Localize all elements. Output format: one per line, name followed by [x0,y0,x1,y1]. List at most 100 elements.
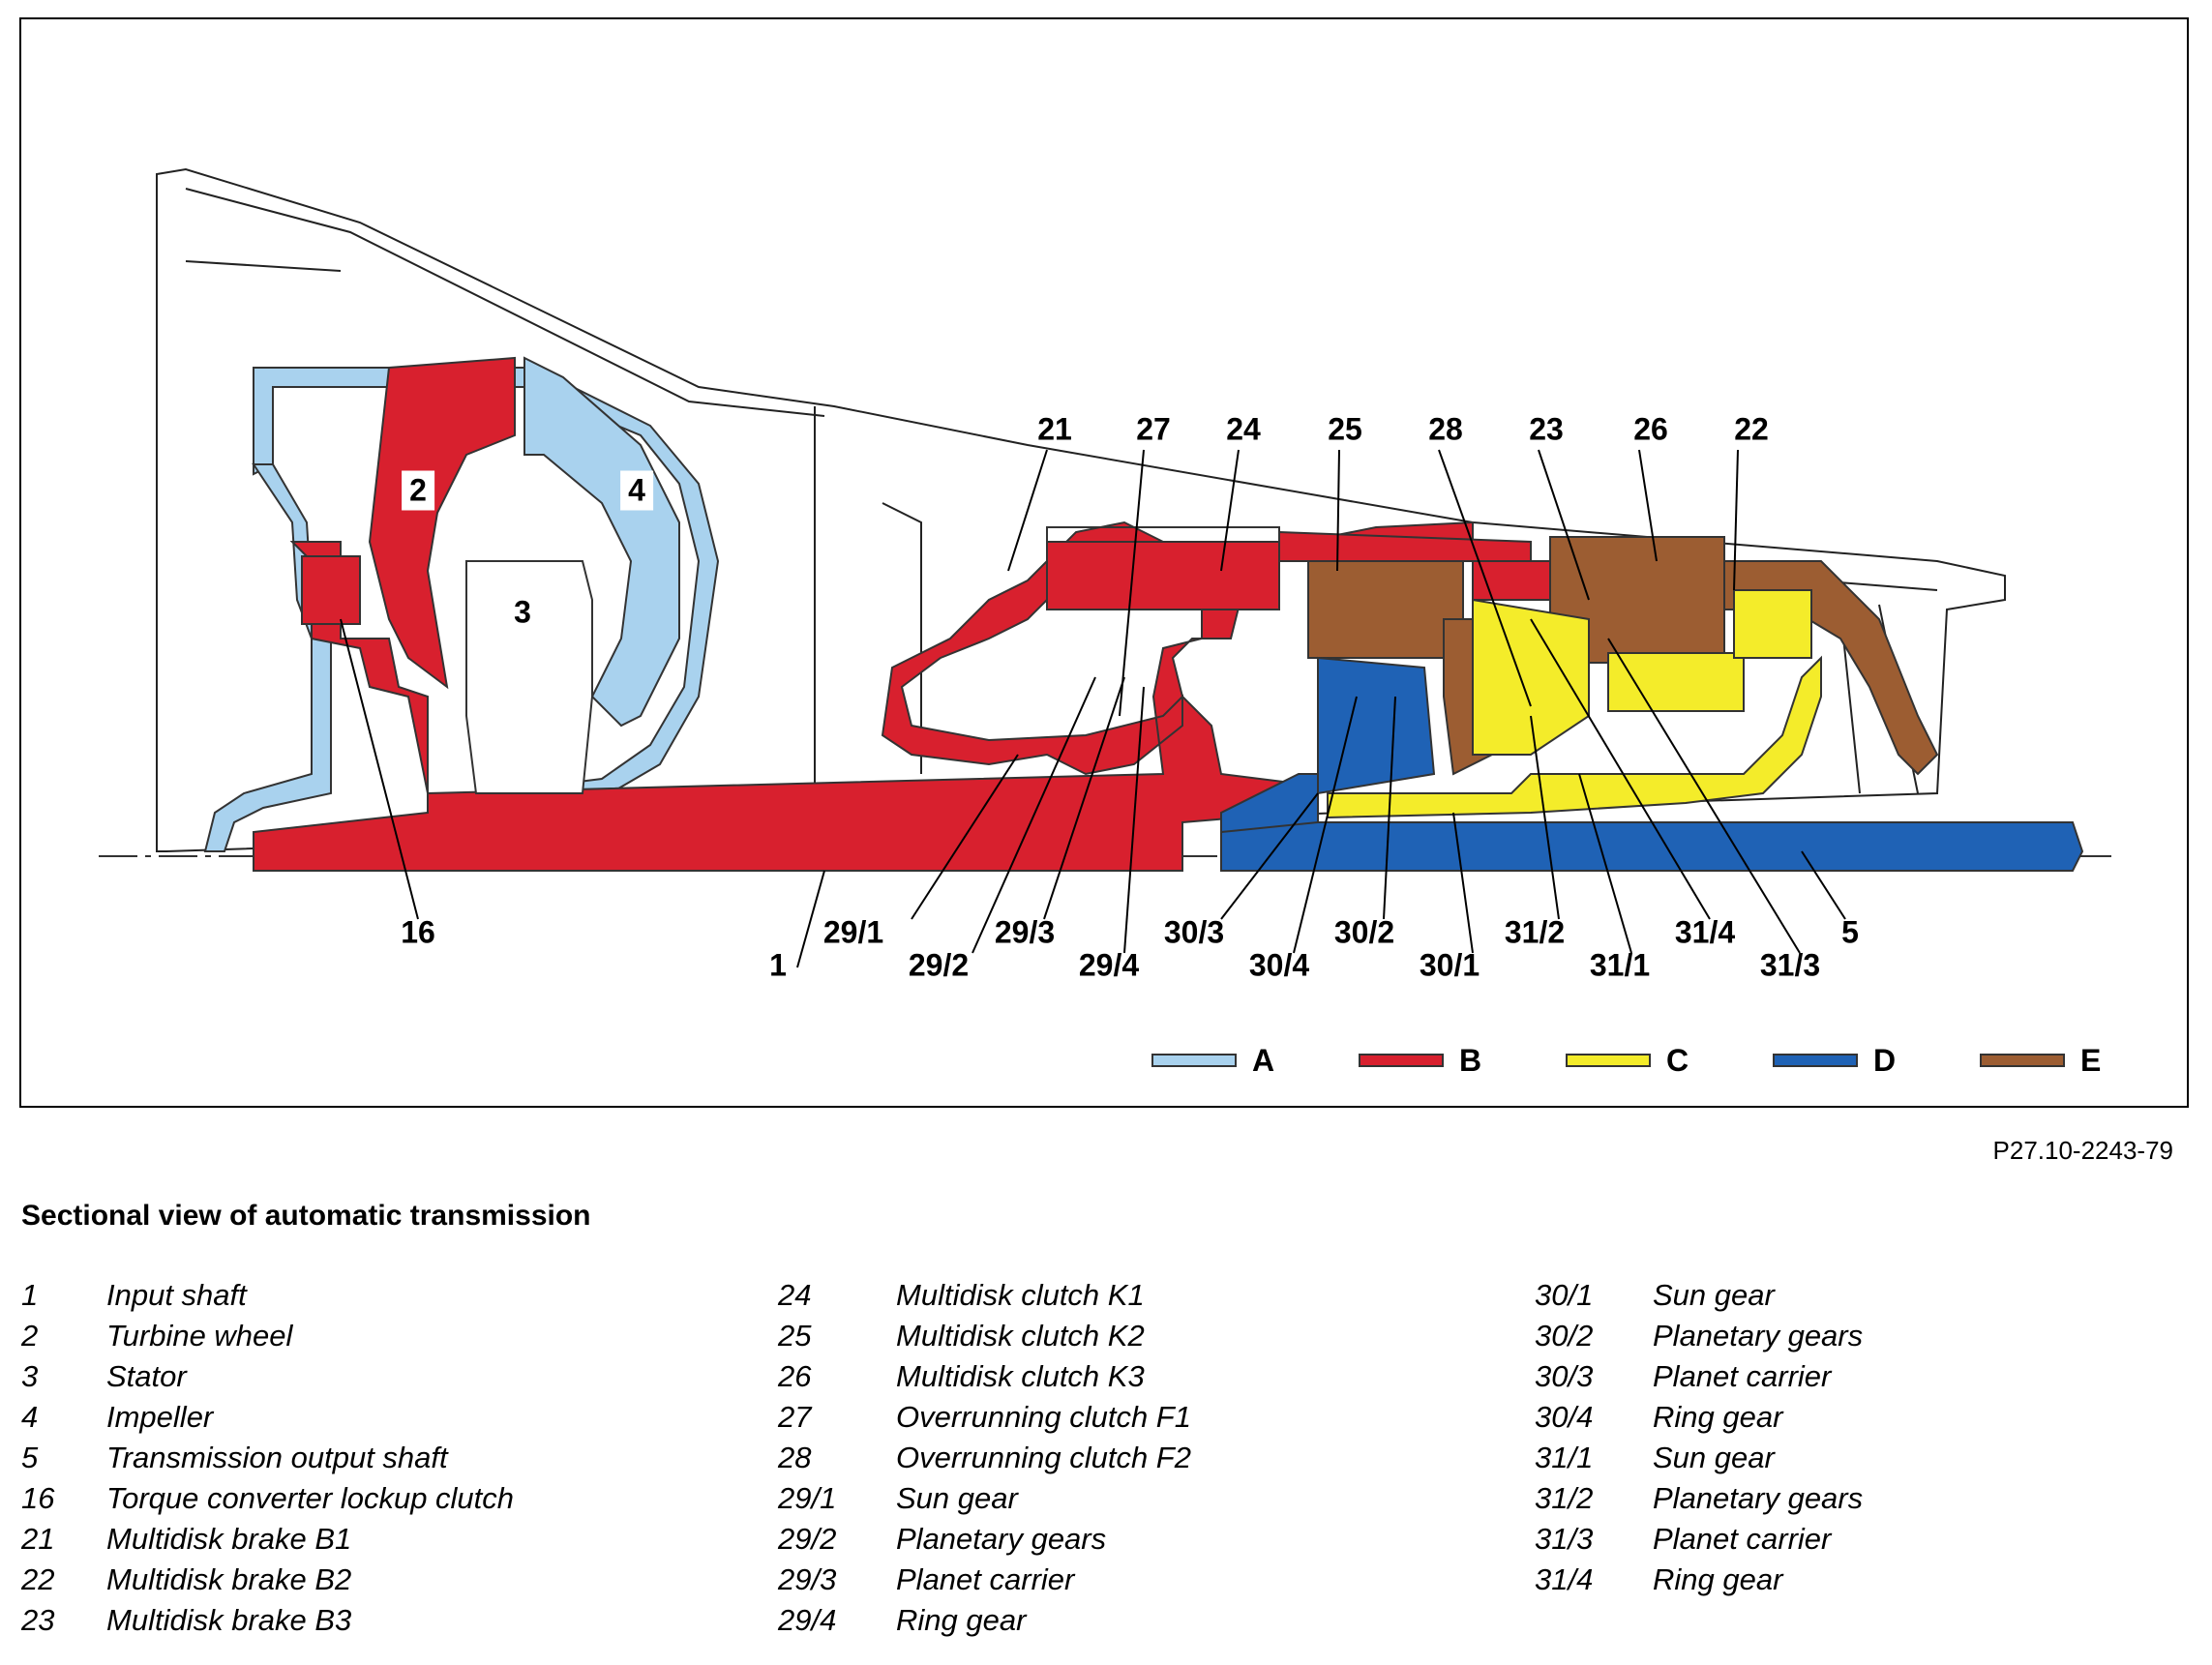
callout-30-3: 30/3 [1163,914,1225,950]
part-number: 25 [778,1319,812,1353]
part-number: 30/2 [1535,1319,1594,1353]
part-name: Ring gear [896,1603,1027,1637]
callout-29-2: 29/2 [908,947,970,983]
part-row: 30/2 Planetary gears [1535,1316,1863,1356]
part-name: Overrunning clutch F1 [896,1400,1191,1434]
legend-item-e: E [1980,1041,2101,1080]
part-number: 5 [21,1441,39,1474]
part-name: Planet carrier [1653,1359,1832,1393]
legend-label-e: E [2080,1042,2102,1078]
legend-swatch-e [1980,1054,2065,1067]
legend-item-b: B [1359,1041,1481,1080]
part-number: 29/3 [778,1562,837,1596]
part-row: 31/3 Planet carrier [1535,1519,1863,1560]
callout-5: 5 [1841,914,1859,950]
part-name: Sun gear [1653,1278,1775,1312]
part-row: 29/3 Planet carrier [778,1560,1191,1600]
part-row: 29/4 Ring gear [778,1600,1191,1641]
part-name: Turbine wheel [106,1319,293,1353]
legend-swatch-d [1773,1054,1858,1067]
legend-label-d: D [1873,1042,1897,1078]
transmission-section-drawing [99,167,2111,968]
callout-28: 28 [1428,411,1463,447]
part-number: 23 [21,1603,55,1637]
part-number: 30/4 [1535,1400,1594,1434]
part-name: Input shaft [106,1278,247,1312]
part-row: 5 Transmission output shaft [21,1438,514,1478]
legend-swatch-a [1151,1054,1237,1067]
part-number: 16 [21,1481,55,1515]
part-row: 30/3 Planet carrier [1535,1356,1863,1397]
legend-label-b: B [1459,1042,1482,1078]
figure-code: P27.10-2243-79 [1992,1136,2173,1165]
part-number: 4 [21,1400,39,1434]
callout-23: 23 [1529,411,1564,447]
part-row: 16 Torque converter lockup clutch [21,1478,514,1519]
callout-30-4: 30/4 [1248,947,1310,983]
part-number: 31/2 [1535,1481,1594,1515]
callout-1: 1 [769,947,787,983]
callout-2: 2 [402,470,434,511]
part-number: 29/1 [778,1481,837,1515]
legend-label-c: C [1666,1042,1689,1078]
part-name: Planet carrier [1653,1522,1832,1556]
part-name: Planetary gears [1653,1319,1864,1353]
callout-16: 16 [401,914,435,950]
callout-31-4: 31/4 [1674,914,1736,950]
legend-item-c: C [1566,1041,1689,1080]
part-row: 31/4 Ring gear [1535,1560,1863,1600]
callout-27: 27 [1136,411,1171,447]
callout-4: 4 [620,470,653,511]
part-number: 31/4 [1535,1562,1594,1596]
part-name: Ring gear [1653,1400,1783,1434]
part-number: 1 [21,1278,39,1312]
part-number: 29/2 [778,1522,837,1556]
part-number: 28 [778,1441,812,1474]
callout-29-4: 29/4 [1078,947,1140,983]
stator-outline [465,560,593,794]
part-name: Multidisk brake B3 [106,1603,352,1637]
part-number: 29/4 [778,1603,837,1637]
part-name: Multidisk clutch K2 [896,1319,1145,1353]
part-name: Impeller [106,1400,214,1434]
legend-item-a: A [1151,1041,1274,1080]
part-name: Multidisk brake B1 [106,1522,352,1556]
part-name: Stator [106,1359,187,1393]
part-name: Planetary gears [1653,1481,1864,1515]
part-number: 30/3 [1535,1359,1594,1393]
diagram-frame: 21 27 24 25 28 23 26 22 2 3 4 16 1 29/1 … [19,17,2189,1108]
callout-24: 24 [1226,411,1261,447]
part-name: Ring gear [1653,1562,1783,1596]
part-number: 31/3 [1535,1522,1594,1556]
figure-caption: Sectional view of automatic transmission [21,1200,591,1232]
part-number: 2 [21,1319,39,1353]
legend-item-d: D [1773,1041,1896,1080]
callout-3: 3 [514,594,531,630]
part-number: 24 [778,1278,812,1312]
part-row: 30/4 Ring gear [1535,1397,1863,1438]
part-name: Multidisk clutch K3 [896,1359,1145,1393]
callout-30-1: 30/1 [1419,947,1480,983]
part-name: Planet carrier [896,1562,1075,1596]
leader-lines [340,449,1846,968]
part-row: 2 Turbine wheel [21,1316,514,1356]
group-c-parts [1327,589,1822,819]
group-d-parts [1220,656,2084,872]
callout-22: 22 [1734,411,1769,447]
part-name: Torque converter lockup clutch [106,1481,515,1515]
callout-31-2: 31/2 [1504,914,1566,950]
part-row: 1 Input shaft [21,1275,514,1316]
part-name: Transmission output shaft [106,1441,448,1474]
